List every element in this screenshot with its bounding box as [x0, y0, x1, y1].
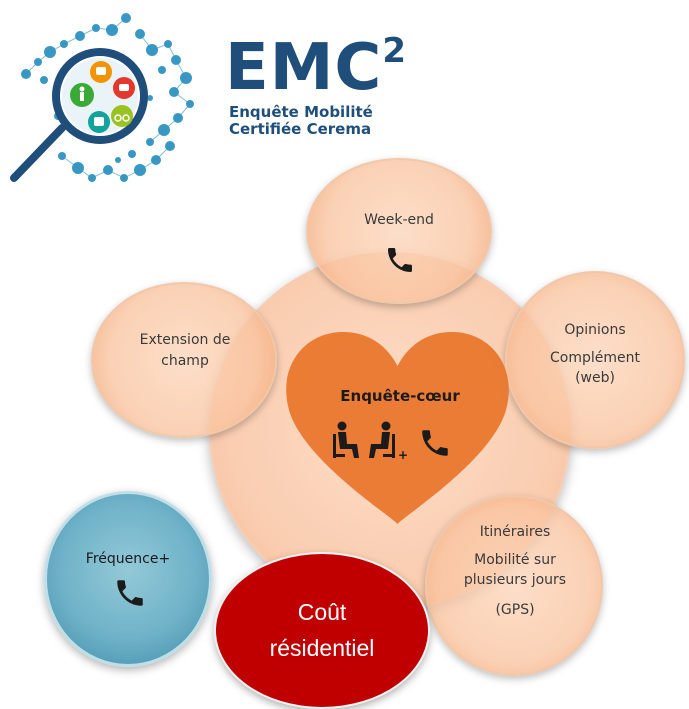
logo-subtitle: Enquête Mobilité Certifiée Cerema — [229, 104, 373, 138]
center-title: Enquête-cœur — [340, 387, 460, 405]
extension-label: Extension de champ — [105, 330, 265, 372]
itineraires-label-line2: Mobilité sur — [474, 552, 556, 568]
opinions-circle — [505, 271, 685, 449]
phone-icon — [117, 580, 143, 606]
weekend-circle — [306, 158, 492, 304]
plus-sign: + — [398, 448, 409, 462]
dot-network-icon — [10, 13, 194, 182]
logo-title: EMC2 — [225, 31, 408, 105]
opinions-label-line2: Complément — [550, 350, 640, 366]
extension-label-line2: champ — [161, 353, 209, 369]
itineraires-label-line4: (GPS) — [495, 602, 535, 618]
logo-subtitle-line1: Enquête Mobilité — [229, 103, 373, 121]
itineraires-label-line1: Itinéraires — [479, 524, 551, 540]
cout-circle — [214, 552, 430, 709]
frequence-label: Fréquence+ — [85, 551, 171, 567]
cout-label-line2: résidentiel — [269, 635, 375, 661]
opinions-label-line3: (web) — [575, 370, 615, 386]
emc2-logo: EMC2 Enquête Mobilité Certifiée Cerema — [0, 0, 406, 195]
opinions-label: Opinions Complément (web) — [515, 318, 675, 388]
itineraires-circle — [425, 495, 603, 676]
phone-icon — [422, 430, 448, 456]
logo-subtitle-line2: Certifiée Cerema — [229, 120, 372, 138]
itineraires-label-line3: plusieurs jours — [463, 572, 567, 588]
extension-circle — [91, 282, 277, 438]
phone-icon — [388, 248, 412, 272]
cout-label-line1: Coût — [297, 599, 347, 625]
itineraires-label: Itinéraires Mobilité sur plusieurs jours… — [432, 522, 598, 620]
weekend-label: Week-end — [364, 212, 434, 228]
extension-label-line1: Extension de — [139, 332, 231, 348]
heart-shape — [286, 332, 509, 524]
frequence-circle — [44, 491, 212, 667]
seated-pair-icon — [333, 421, 359, 458]
cout-label: Coût résidentiel — [214, 594, 430, 666]
seated-pair-icon — [369, 421, 395, 458]
opinions-label-line1: Opinions — [564, 322, 626, 338]
